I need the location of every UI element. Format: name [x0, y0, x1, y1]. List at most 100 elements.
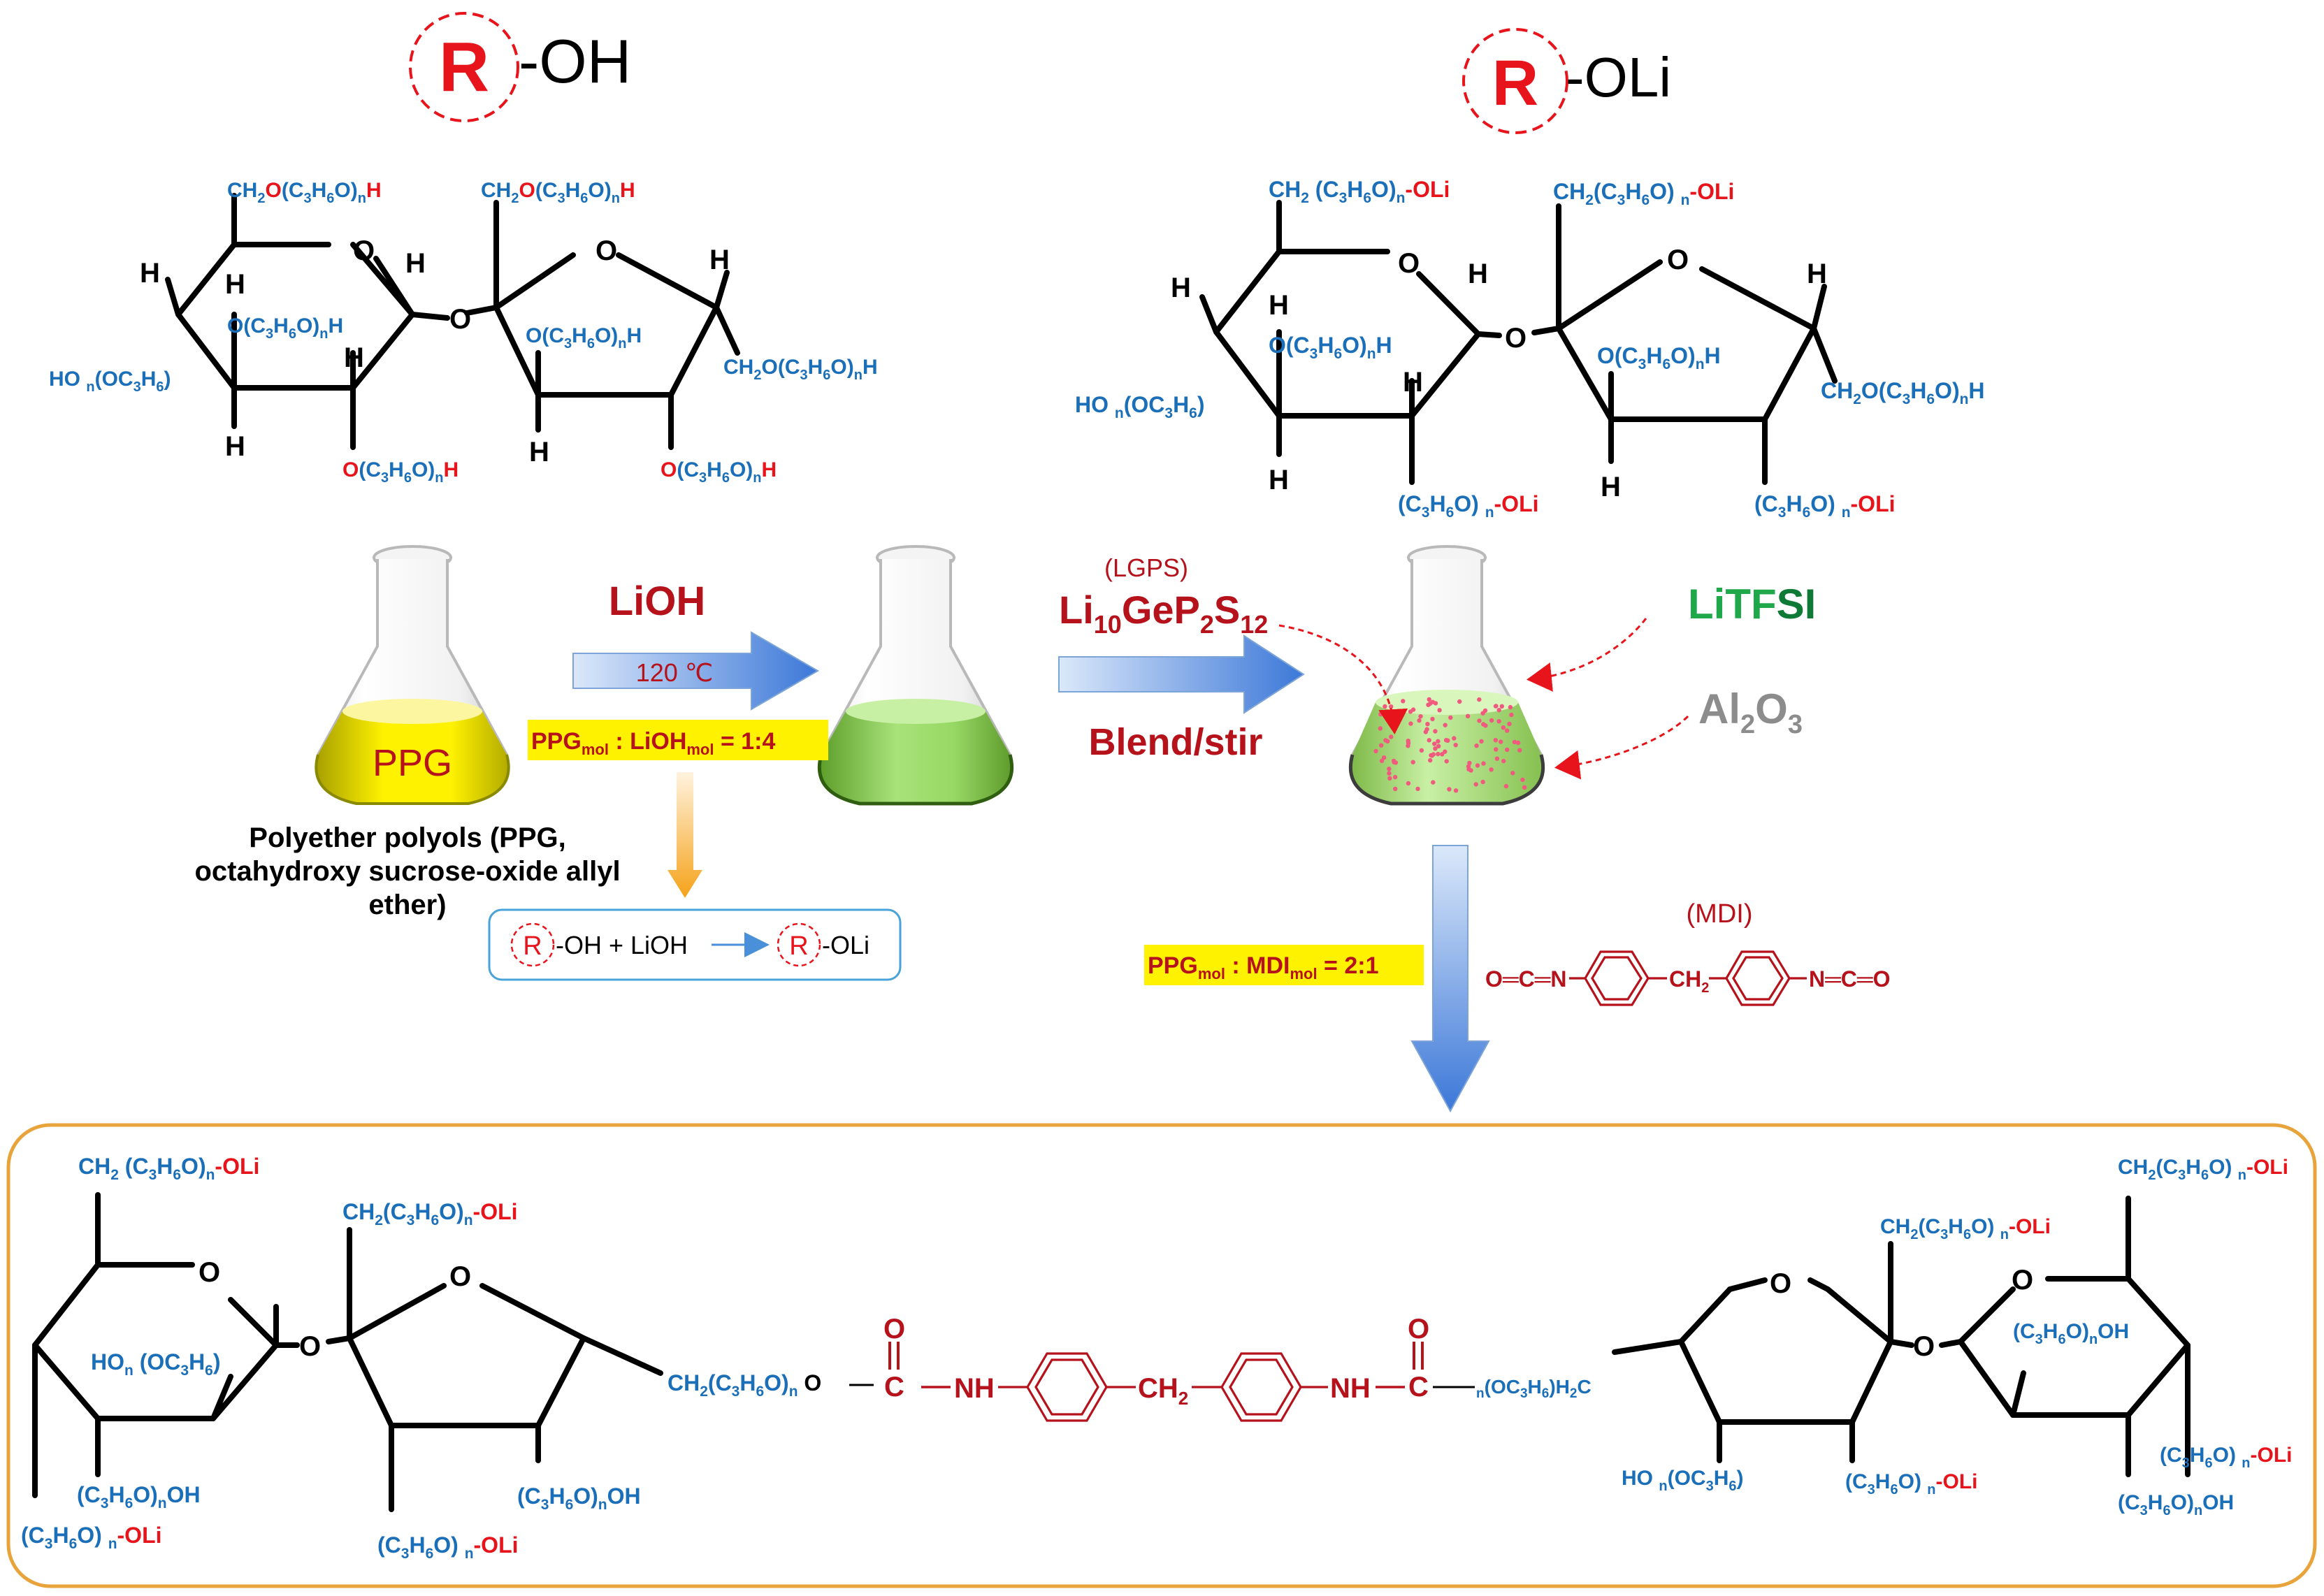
flask-base: [817, 754, 1014, 806]
substituent-ch2o: CH2O(C3H6O)nH: [481, 179, 635, 206]
lgps-particle: [1410, 760, 1415, 764]
liquid-surface: [342, 699, 482, 724]
r-circle-dashed: [777, 922, 821, 967]
lgps-particle: [1499, 704, 1504, 709]
mdi-left-isocyanate: O═C═N: [1485, 966, 1566, 992]
r-symbol: R: [789, 931, 808, 961]
substituent-oc3h6o: O(C3H6O)nH: [526, 324, 642, 351]
sucrose-structure-right: O O O H H H H H H H CH2 (C3H6O)n-OLi CH2…: [1075, 177, 1985, 521]
ring-bond: [210, 1374, 233, 1421]
furanose-bond: [347, 1283, 447, 1341]
lgps-particle: [1522, 785, 1527, 790]
furanose-ring-bonds: [347, 1283, 586, 1428]
lgps-particle: [1431, 780, 1436, 785]
caption-line1: Polyether polyols (PPG,: [249, 822, 565, 853]
r-circle-dashed: [1462, 28, 1568, 134]
nh-group: NH: [954, 1373, 995, 1404]
lgps-particle: [1387, 767, 1392, 771]
lgps-particle: [1474, 743, 1479, 748]
ring-oxygen-2: O: [2012, 1265, 2033, 1296]
pyranose-ring-bonds: [1958, 1276, 2191, 1418]
ring-oxygen: O: [353, 235, 375, 266]
al2o3-dashed-arrow: [1554, 715, 1689, 780]
product-frame: [6, 1123, 2317, 1588]
benzene-ring: [1584, 950, 1650, 1006]
substituent-c3h6o-oli: (C3H6O) n-OLi: [2160, 1444, 2293, 1471]
lgps-particle: [1373, 748, 1378, 754]
ring-oxygen-2: O: [596, 235, 617, 266]
lgps-particle: [1406, 781, 1411, 786]
glycosidic-bond-2: [1531, 326, 1561, 335]
temperature-label: 120 ℃: [636, 658, 714, 687]
lgps-particle: [1494, 756, 1500, 761]
caption-line2: octahydroxy sucrose-oxide allyl: [194, 856, 620, 887]
lgps-particle: [1475, 763, 1480, 768]
bridge-oxygen: O: [449, 304, 471, 335]
r-circle-dashed: [510, 922, 555, 967]
lgps-particle: [1496, 708, 1501, 713]
lgps-particle: [1452, 736, 1457, 741]
lgps-particle: [1430, 716, 1435, 722]
h-atom: H: [405, 248, 426, 279]
substituent-oc3h6o: O(C3H6O)nH: [342, 458, 459, 486]
h-atom: H: [225, 431, 245, 462]
pyranose-ring-bonds: [1213, 249, 1481, 419]
flask-blend: [1348, 545, 1545, 806]
lgps-particle: [1465, 713, 1471, 718]
ratio-highlight: [528, 720, 828, 760]
lgps-particle: [1480, 779, 1485, 785]
process-label: Blend/stir: [1088, 721, 1262, 763]
pyranose-bond: [1958, 1286, 2016, 1344]
substituent-c3h6o-oh: (C3H6O)nOH: [517, 1483, 641, 1513]
lgps-particle: [1383, 738, 1388, 743]
h-atom: H: [1171, 273, 1191, 303]
glycosidic-bond: [410, 312, 450, 321]
ring-oxygen-2: O: [1667, 245, 1689, 275]
lgps-particle: [1393, 760, 1399, 765]
h-atom: H: [344, 342, 364, 373]
additives: LiTFSI Al2O3: [1527, 581, 1816, 780]
carbonyl-o: O: [883, 1314, 905, 1344]
h-bond: [714, 270, 730, 310]
lgps-particle: [1496, 719, 1501, 724]
h-atom: H: [529, 437, 549, 467]
substituent-ch2o: CH2O(C3H6O)nH: [227, 179, 382, 206]
r-symbol: R: [1492, 48, 1538, 119]
glycosidic-bond-2: [1939, 1339, 1963, 1348]
flask-base: [315, 754, 510, 805]
lgps-particle: [1515, 740, 1521, 746]
substituent-ho-oc3h6: HOn (OC3H6): [91, 1349, 221, 1379]
lgps-particle: [1430, 699, 1435, 704]
lgps-particle: [1406, 741, 1411, 746]
lgps-particle: [1379, 758, 1385, 764]
flask-liquid-lightgreen: [1350, 702, 1543, 804]
r-symbol: R: [523, 931, 542, 961]
h-bond: [1811, 284, 1827, 331]
lgps-particle: [1387, 771, 1392, 776]
liquid-surface: [1376, 690, 1518, 715]
lgps-particle: [1473, 782, 1478, 787]
substituent-ch2-oli: CH2(C3H6O) n-OLi: [1880, 1215, 2051, 1242]
substituent-ch2-oli: CH2(C3H6O)n-OLi: [342, 1199, 518, 1228]
lgps-particle: [1436, 743, 1441, 749]
lgps-particle: [1408, 709, 1413, 714]
lgps-particle: [1437, 708, 1442, 713]
lgps-particle: [1443, 723, 1448, 727]
lgps-particle: [1378, 712, 1383, 717]
carbonyl-c: C: [1408, 1372, 1429, 1402]
flask-label: PPG: [373, 742, 452, 784]
h-atom: H: [140, 258, 160, 289]
substituent-c3h6o-oh: (C3H6O)nOH: [2013, 1320, 2129, 1347]
h-atom: H: [1269, 465, 1289, 495]
lgps-particle: [1433, 729, 1438, 734]
litfsi-dashed-arrow: [1527, 618, 1647, 692]
ch2-bond-3: [1811, 326, 1838, 384]
lgps-particles: [1373, 697, 1527, 793]
liquid-surface: [846, 699, 986, 724]
h-atom: H: [1807, 259, 1827, 289]
flask-liquid-green: [819, 711, 1012, 804]
flask-base: [1348, 754, 1545, 806]
benzene-inner: [1732, 956, 1784, 1001]
substituent-c3h6o-oli: (C3H6O) n-OLi: [21, 1523, 162, 1552]
